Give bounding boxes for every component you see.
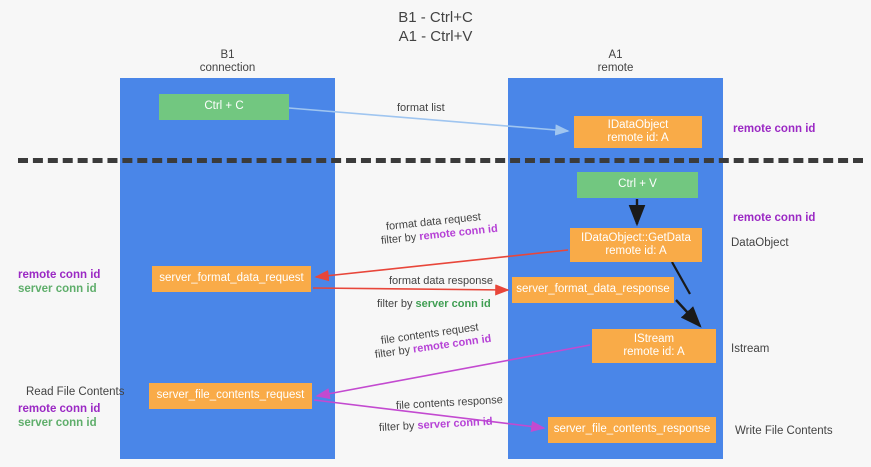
edge-label-fdresp-filter-key: server conn id: [415, 298, 491, 310]
page-title: B1 - Ctrl+C A1 - Ctrl+V: [0, 8, 871, 46]
edge-label-fdresp-filter-prefix: filter by: [377, 298, 416, 310]
edge-label-fcreq-filter-prefix: filter by: [374, 343, 414, 361]
edge-label-format-list-text: format list: [397, 102, 445, 114]
edge-label-format-data-response-text: format data response: [389, 275, 493, 287]
edge-label-format-data-response-filter: filter by server conn id: [377, 297, 491, 311]
annotation-dataobject-text: DataObject: [731, 237, 789, 249]
edge-label-fcresp-filter-prefix: filter by: [378, 419, 418, 434]
node-istream-label: IStream: [633, 332, 675, 345]
annotation-read-file-contents-text: Read File Contents: [26, 386, 125, 398]
node-server-file-contents-response-label: server_file_contents_response: [553, 423, 711, 436]
edge-label-file-contents-response-filter: filter by server conn id: [379, 415, 493, 435]
lane-header-b1-role: connection: [199, 62, 256, 74]
node-server-format-data-request-label: server_format_data_request: [159, 272, 304, 285]
annotation-dataobject: DataObject: [731, 236, 789, 250]
node-idataobject-getdata-sub: remote id: A: [605, 245, 667, 257]
title-line-1: B1 - Ctrl+C: [398, 9, 473, 26]
annotation-write-file-contents: Write File Contents: [735, 424, 833, 438]
annotation-remote-conn-id-top-text: remote conn id: [733, 123, 816, 135]
annotation-istream-text: Istream: [731, 343, 770, 355]
annotation-remote-conn-id-mid-text: remote conn id: [733, 212, 816, 224]
title-line-2: A1 - Ctrl+V: [398, 28, 473, 45]
lane-header-a1-role: remote: [597, 62, 634, 74]
node-ctrl-c[interactable]: Ctrl + C: [159, 94, 289, 120]
edge-label-fdreq-filter-prefix: filter by: [380, 231, 420, 247]
node-idataobject-getdata-label: IDataObject::GetData: [581, 231, 691, 244]
node-ctrl-v[interactable]: Ctrl + V: [577, 172, 698, 198]
lane-header-a1-name: A1: [608, 49, 623, 61]
node-istream-sub: remote id: A: [623, 346, 685, 358]
lane-header-a1: A1 remote: [508, 49, 723, 75]
edge-label-format-list: format list: [397, 101, 445, 115]
node-ctrl-c-label: Ctrl + C: [204, 100, 244, 113]
node-server-format-data-response[interactable]: server_format_data_response: [512, 277, 674, 303]
annotation-left-middle-server: server conn id: [18, 283, 97, 295]
node-server-format-data-request[interactable]: server_format_data_request: [152, 266, 311, 292]
lane-header-b1-name: B1: [220, 49, 235, 61]
edge-label-fcresp-filter-key: server conn id: [417, 415, 493, 432]
annotation-left-bottom: remote conn id server conn id: [18, 402, 100, 430]
annotation-left-middle: remote conn id server conn id: [18, 268, 100, 296]
annotation-left-middle-remote: remote conn id: [18, 269, 101, 281]
node-idataobject[interactable]: IDataObject remote id: A: [574, 116, 702, 148]
annotation-remote-conn-id-top: remote conn id: [733, 122, 815, 136]
node-idataobject-sub: remote id: A: [607, 132, 669, 144]
edge-label-file-contents-response-text: file contents response: [395, 394, 504, 412]
annotation-istream: Istream: [731, 342, 769, 356]
annotation-write-file-contents-text: Write File Contents: [735, 425, 833, 437]
annotation-left-bottom-remote: remote conn id: [18, 403, 101, 415]
node-ctrl-v-label: Ctrl + V: [618, 178, 657, 191]
lane-header-b1: B1 connection: [120, 49, 335, 75]
node-istream[interactable]: IStream remote id: A: [592, 329, 716, 363]
annotation-read-file-contents: Read File Contents: [26, 385, 124, 399]
annotation-remote-conn-id-mid: remote conn id: [733, 211, 815, 225]
node-server-file-contents-request[interactable]: server_file_contents_request: [149, 383, 312, 409]
node-server-file-contents-request-label: server_file_contents_request: [156, 389, 305, 402]
node-server-format-data-response-label: server_format_data_response: [516, 283, 670, 296]
node-server-file-contents-response[interactable]: server_file_contents_response: [548, 417, 716, 443]
node-idataobject-getdata[interactable]: IDataObject::GetData remote id: A: [570, 228, 702, 262]
section-divider: [18, 158, 863, 163]
edge-label-file-contents-response: file contents response: [396, 393, 504, 413]
node-idataobject-label: IDataObject: [607, 118, 669, 131]
edge-format-data-response: [312, 284, 510, 296]
annotation-left-bottom-server: server conn id: [18, 417, 97, 429]
edge-label-format-data-response: format data response: [389, 274, 493, 288]
